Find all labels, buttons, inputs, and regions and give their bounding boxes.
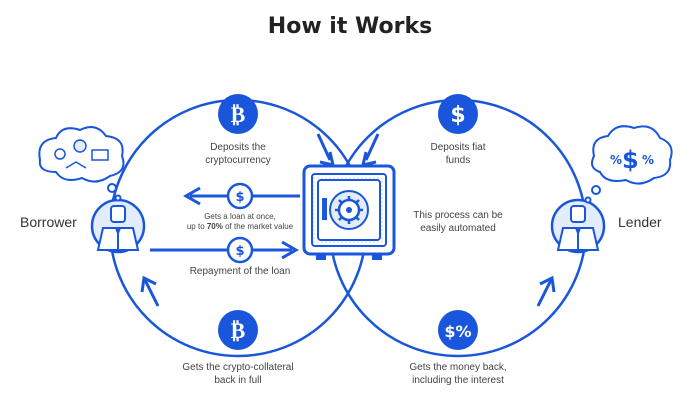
arrow-to-vault-right (364, 133, 380, 161)
loan-label: Gets a loan at once, up to 70% of the ma… (186, 212, 294, 231)
dollar-icon-top: $ (438, 94, 478, 134)
collateral-back-label: Gets the crypto-collateral back in full (182, 362, 294, 386)
page-title: How it Works (267, 14, 433, 39)
deposit-fiat-label: Deposits fiat funds (430, 142, 486, 166)
borrower-label: Borrower (20, 214, 77, 230)
svg-text:₿: ₿ (231, 319, 246, 344)
dollar-icon: $ (622, 146, 639, 174)
repayment-label: Repayment of the loan (189, 266, 291, 277)
dollar-coin-repayment-icon: $ (226, 236, 254, 264)
automated-label: This process can be easily automated (413, 210, 503, 234)
bitcoin-icon-top: ₿ (218, 94, 258, 134)
svg-text:$: $ (235, 244, 244, 259)
arrow-to-vault-left (316, 133, 332, 161)
percent-icon: % (610, 153, 622, 167)
borrower-avatar-icon (90, 198, 146, 254)
svg-text:$: $ (235, 190, 244, 205)
loan-arrow-head (182, 186, 201, 206)
repayment-arrow-head (281, 240, 300, 260)
dollar-percent-icon: $% (438, 310, 478, 350)
percent-icon: % (642, 153, 654, 167)
arrow-head-borrower (140, 275, 157, 293)
arrow-to-borrower (143, 279, 160, 307)
deposit-crypto-label: Deposits the cryptocurrency (205, 142, 271, 166)
svg-text:$%: $% (444, 322, 471, 341)
lender-label: Lender (618, 214, 662, 230)
dollar-coin-loan-icon: $ (226, 182, 254, 210)
lender-thought-bubble: % $ % (584, 125, 673, 204)
money-back-label: Gets the money back, including the inter… (409, 362, 507, 386)
arrow-head-lender (539, 275, 556, 293)
lender-avatar-icon (550, 198, 606, 254)
borrower-thought-bubble (38, 126, 125, 202)
bitcoin-icon-bottom: ₿ (218, 310, 258, 350)
svg-text:$: $ (450, 103, 465, 128)
svg-text:₿: ₿ (231, 103, 246, 128)
arrow-to-lender (536, 279, 553, 307)
safe-vault-icon (302, 164, 396, 260)
